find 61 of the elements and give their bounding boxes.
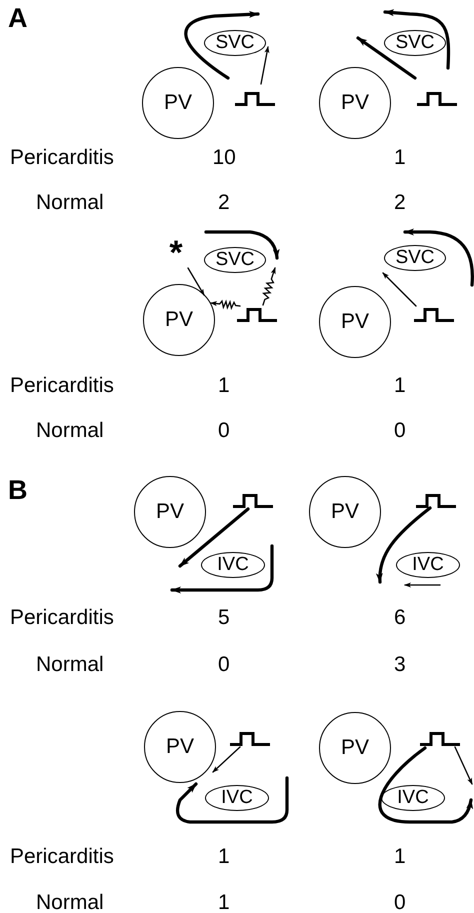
vein-ellipse: SVC [384,245,446,271]
count-value: 0 [394,891,406,913]
pv-circle: PV [142,67,214,139]
arrow [382,272,417,307]
count-value: 1 [394,374,406,398]
row-label: Pericarditis [10,845,114,869]
count-value: 0 [218,653,230,677]
count-value: 2 [394,191,406,215]
count-value: 1 [218,891,230,913]
row-label: Pericarditis [10,374,114,398]
count-value: 0 [218,419,230,443]
pv-circle: PV [319,286,391,358]
row-label: Normal [36,653,104,677]
count-value: 1 [218,845,230,869]
arrow [454,746,473,785]
count-value: 1 [394,146,406,170]
count-value: 0 [394,419,406,443]
pv-circle: PV [144,711,216,783]
vein-ellipse: IVC [201,552,265,578]
arrow [260,46,270,85]
pulse-symbol [419,732,461,746]
arrow [187,267,205,296]
vein-ellipse: SVC [204,247,266,273]
arrow [262,267,276,306]
pv-circle: PV [319,712,391,784]
pulse-symbol [229,732,271,746]
vein-ellipse: IVC [381,785,445,811]
vein-ellipse: SVC [204,30,266,56]
pv-circle: PV [319,67,391,139]
row-label: Normal [36,191,104,215]
pulse-symbol [234,92,276,106]
count-value: 5 [218,606,230,630]
pulse-symbol [232,494,274,508]
count-value: 3 [394,653,406,677]
count-value: 10 [212,146,236,170]
pulse-symbol [415,494,457,508]
panel-letter: B [8,475,28,505]
panel-letter: A [8,3,28,33]
pv-circle: PV [143,284,215,356]
count-value: 1 [218,374,230,398]
arrow [210,299,241,310]
pulse-symbol [236,308,278,322]
count-value: 1 [394,845,406,869]
vein-ellipse: IVC [396,552,460,578]
pv-circle: PV [309,476,381,548]
row-label: Normal [36,891,104,913]
count-value: 6 [394,606,406,630]
arrow [178,507,250,568]
vein-ellipse: SVC [384,30,446,56]
pulse-symbol [416,92,458,106]
row-label: Pericarditis [10,606,114,630]
arrow [212,746,241,773]
vein-ellipse: IVC [205,785,269,811]
asterisk-mark: * [164,238,188,268]
row-label: Normal [36,419,104,443]
pv-circle: PV [134,476,206,548]
arrow [376,506,432,584]
row-label: Pericarditis [10,146,114,170]
count-value: 2 [218,191,230,215]
arrow [378,746,473,824]
pulse-symbol [413,308,455,322]
